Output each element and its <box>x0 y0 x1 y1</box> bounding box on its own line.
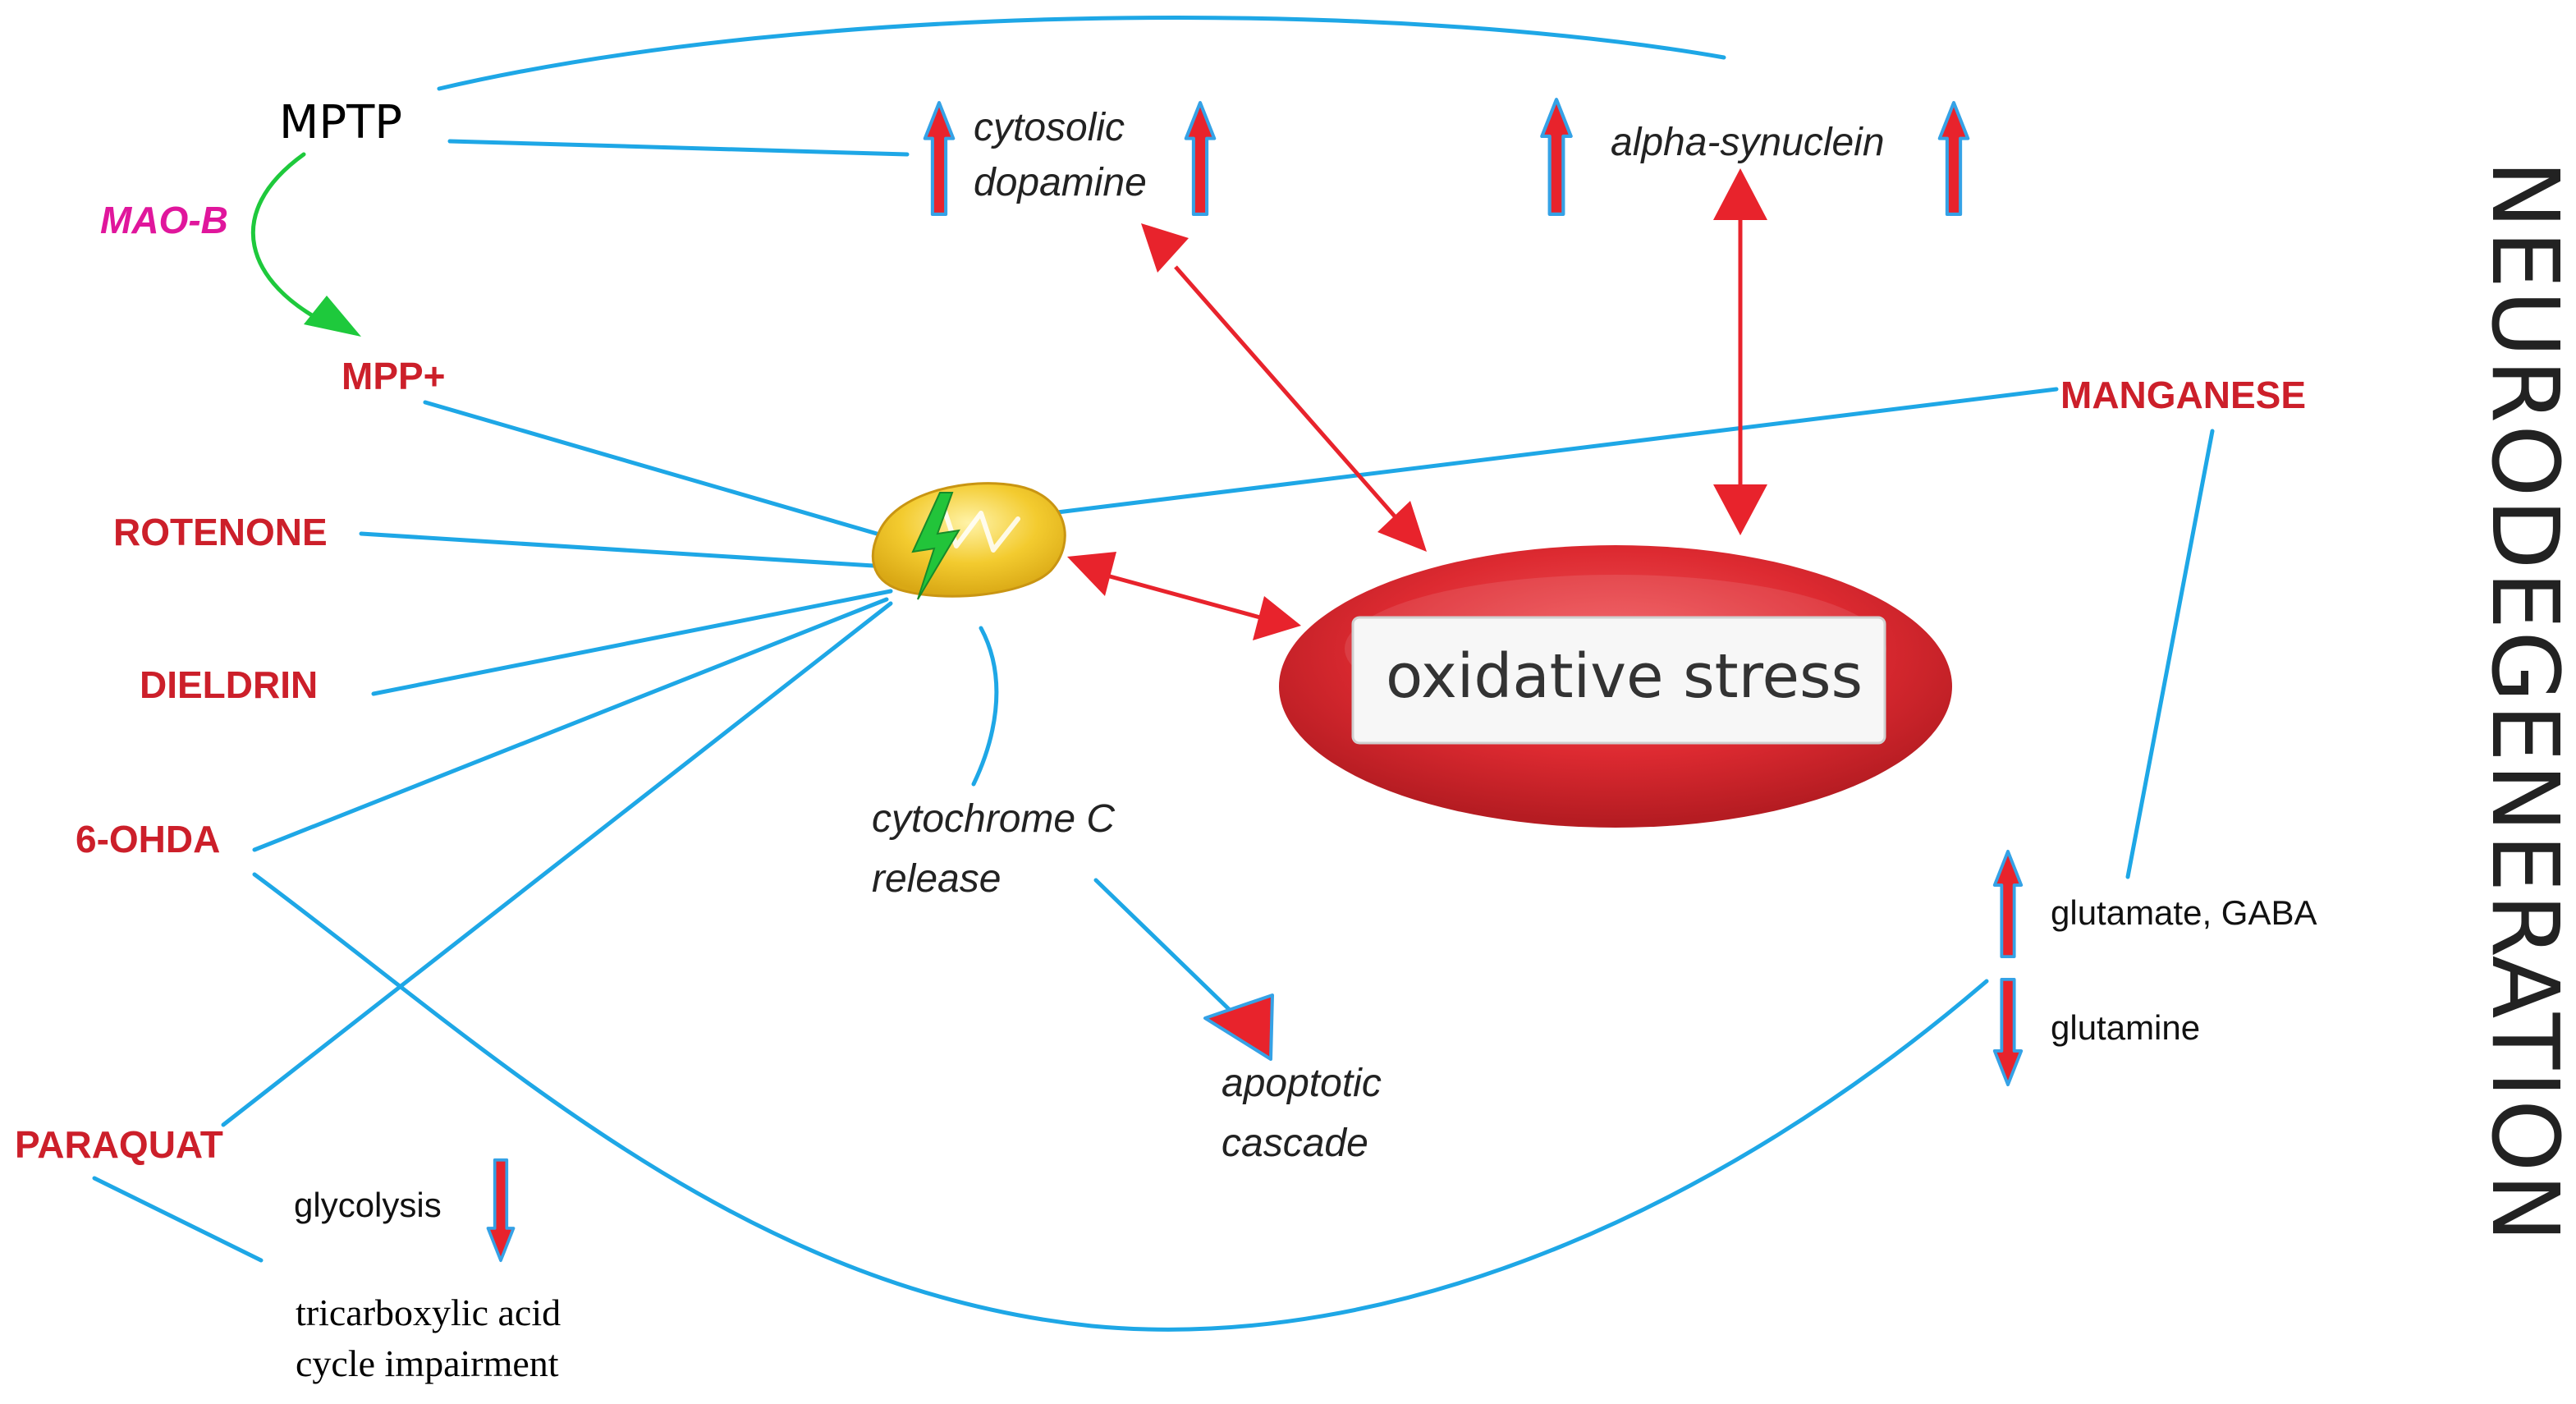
ohda-glutamine-arc <box>252 872 1989 1332</box>
cytochrome-c-release-label: cytochrome C release <box>872 796 1115 902</box>
tca-cycle-impairment-label: tricarboxylic acid cycle impairment <box>296 1287 561 1389</box>
oxidative-stress-label: oxidative stress <box>1386 641 1863 712</box>
paraquat-mito-line <box>221 601 893 1127</box>
up-arrow-icon <box>1542 99 1570 214</box>
apoptotic-line1: apoptotic <box>1222 1062 1382 1105</box>
up-arrow-icon <box>925 103 953 214</box>
apoptotic-arrowhead <box>1203 993 1274 1061</box>
alpha-synuclein-label: alpha-synuclein <box>1611 121 1885 164</box>
up-arrow-icon <box>1940 103 1968 214</box>
manganese-glutamate-line <box>2125 429 2215 879</box>
cytochrome-apoptotic-line <box>1093 878 1234 1014</box>
tca-line1: tricarboxylic acid <box>296 1292 561 1333</box>
cytosolic-dopamine-label: cytosolic dopamine <box>974 105 1147 205</box>
mpp-label: MPP+ <box>341 355 446 397</box>
synuclein-oxidative-double-arrow <box>1713 168 1767 535</box>
oxidative-stress-node <box>1279 545 1952 828</box>
lightning-icon <box>911 492 960 600</box>
connection-lines <box>92 15 2215 1332</box>
mito-oxidative-double-arrow <box>1067 552 1301 640</box>
mao-b-conversion-arrow <box>250 152 361 337</box>
mptp-alpha-synuclein-arc <box>437 15 1726 91</box>
mitochondrion-icon <box>871 482 1066 598</box>
down-arrow-icon <box>488 1160 513 1261</box>
cytochrome-line2: release <box>872 857 1002 902</box>
cytochrome-line1: cytochrome C <box>872 797 1116 841</box>
apoptotic-line2: cascade <box>1222 1122 1368 1166</box>
mao-b-label: MAO-B <box>100 199 228 241</box>
manganese-label: MANGANESE <box>2060 374 2307 416</box>
glycolysis-label: glycolysis <box>294 1186 442 1224</box>
ohda-label: 6-OHDA <box>76 818 221 860</box>
rotenone-mito-line <box>359 531 889 569</box>
ohda-mito-line <box>252 597 889 852</box>
neurodegeneration-title: NEURODEGENERATION <box>2471 159 2576 1245</box>
dieldrin-label: DIELDRIN <box>140 663 319 706</box>
cytosolic-dopamine-line2: dopamine <box>974 161 1147 205</box>
dieldrin-mito-line <box>371 589 893 696</box>
paraquat-label: PARAQUAT <box>15 1123 223 1166</box>
mptp-label: MPTP <box>279 96 403 149</box>
glutamine-label: glutamine <box>2051 1008 2201 1047</box>
up-arrow-icon <box>1186 103 1214 214</box>
manganese-mito-line <box>1048 387 2059 516</box>
mpp-mito-line <box>423 400 885 538</box>
mptp-dopamine-line <box>447 139 910 157</box>
apoptotic-cascade-label: apoptotic cascade <box>1222 1061 1382 1166</box>
cytochrome-mito-line <box>971 626 999 787</box>
tca-line2: cycle impairment <box>296 1342 559 1385</box>
up-arrow-icon <box>1995 851 2022 957</box>
paraquat-tca-line <box>92 1176 264 1263</box>
rotenone-label: ROTENONE <box>113 511 328 553</box>
dopamine-oxidative-double-arrow <box>1141 223 1427 552</box>
down-arrow-icon <box>1995 980 2022 1085</box>
cytosolic-dopamine-line1: cytosolic <box>974 106 1125 149</box>
glutamate-gaba-label: glutamate, GABA <box>2051 893 2317 932</box>
